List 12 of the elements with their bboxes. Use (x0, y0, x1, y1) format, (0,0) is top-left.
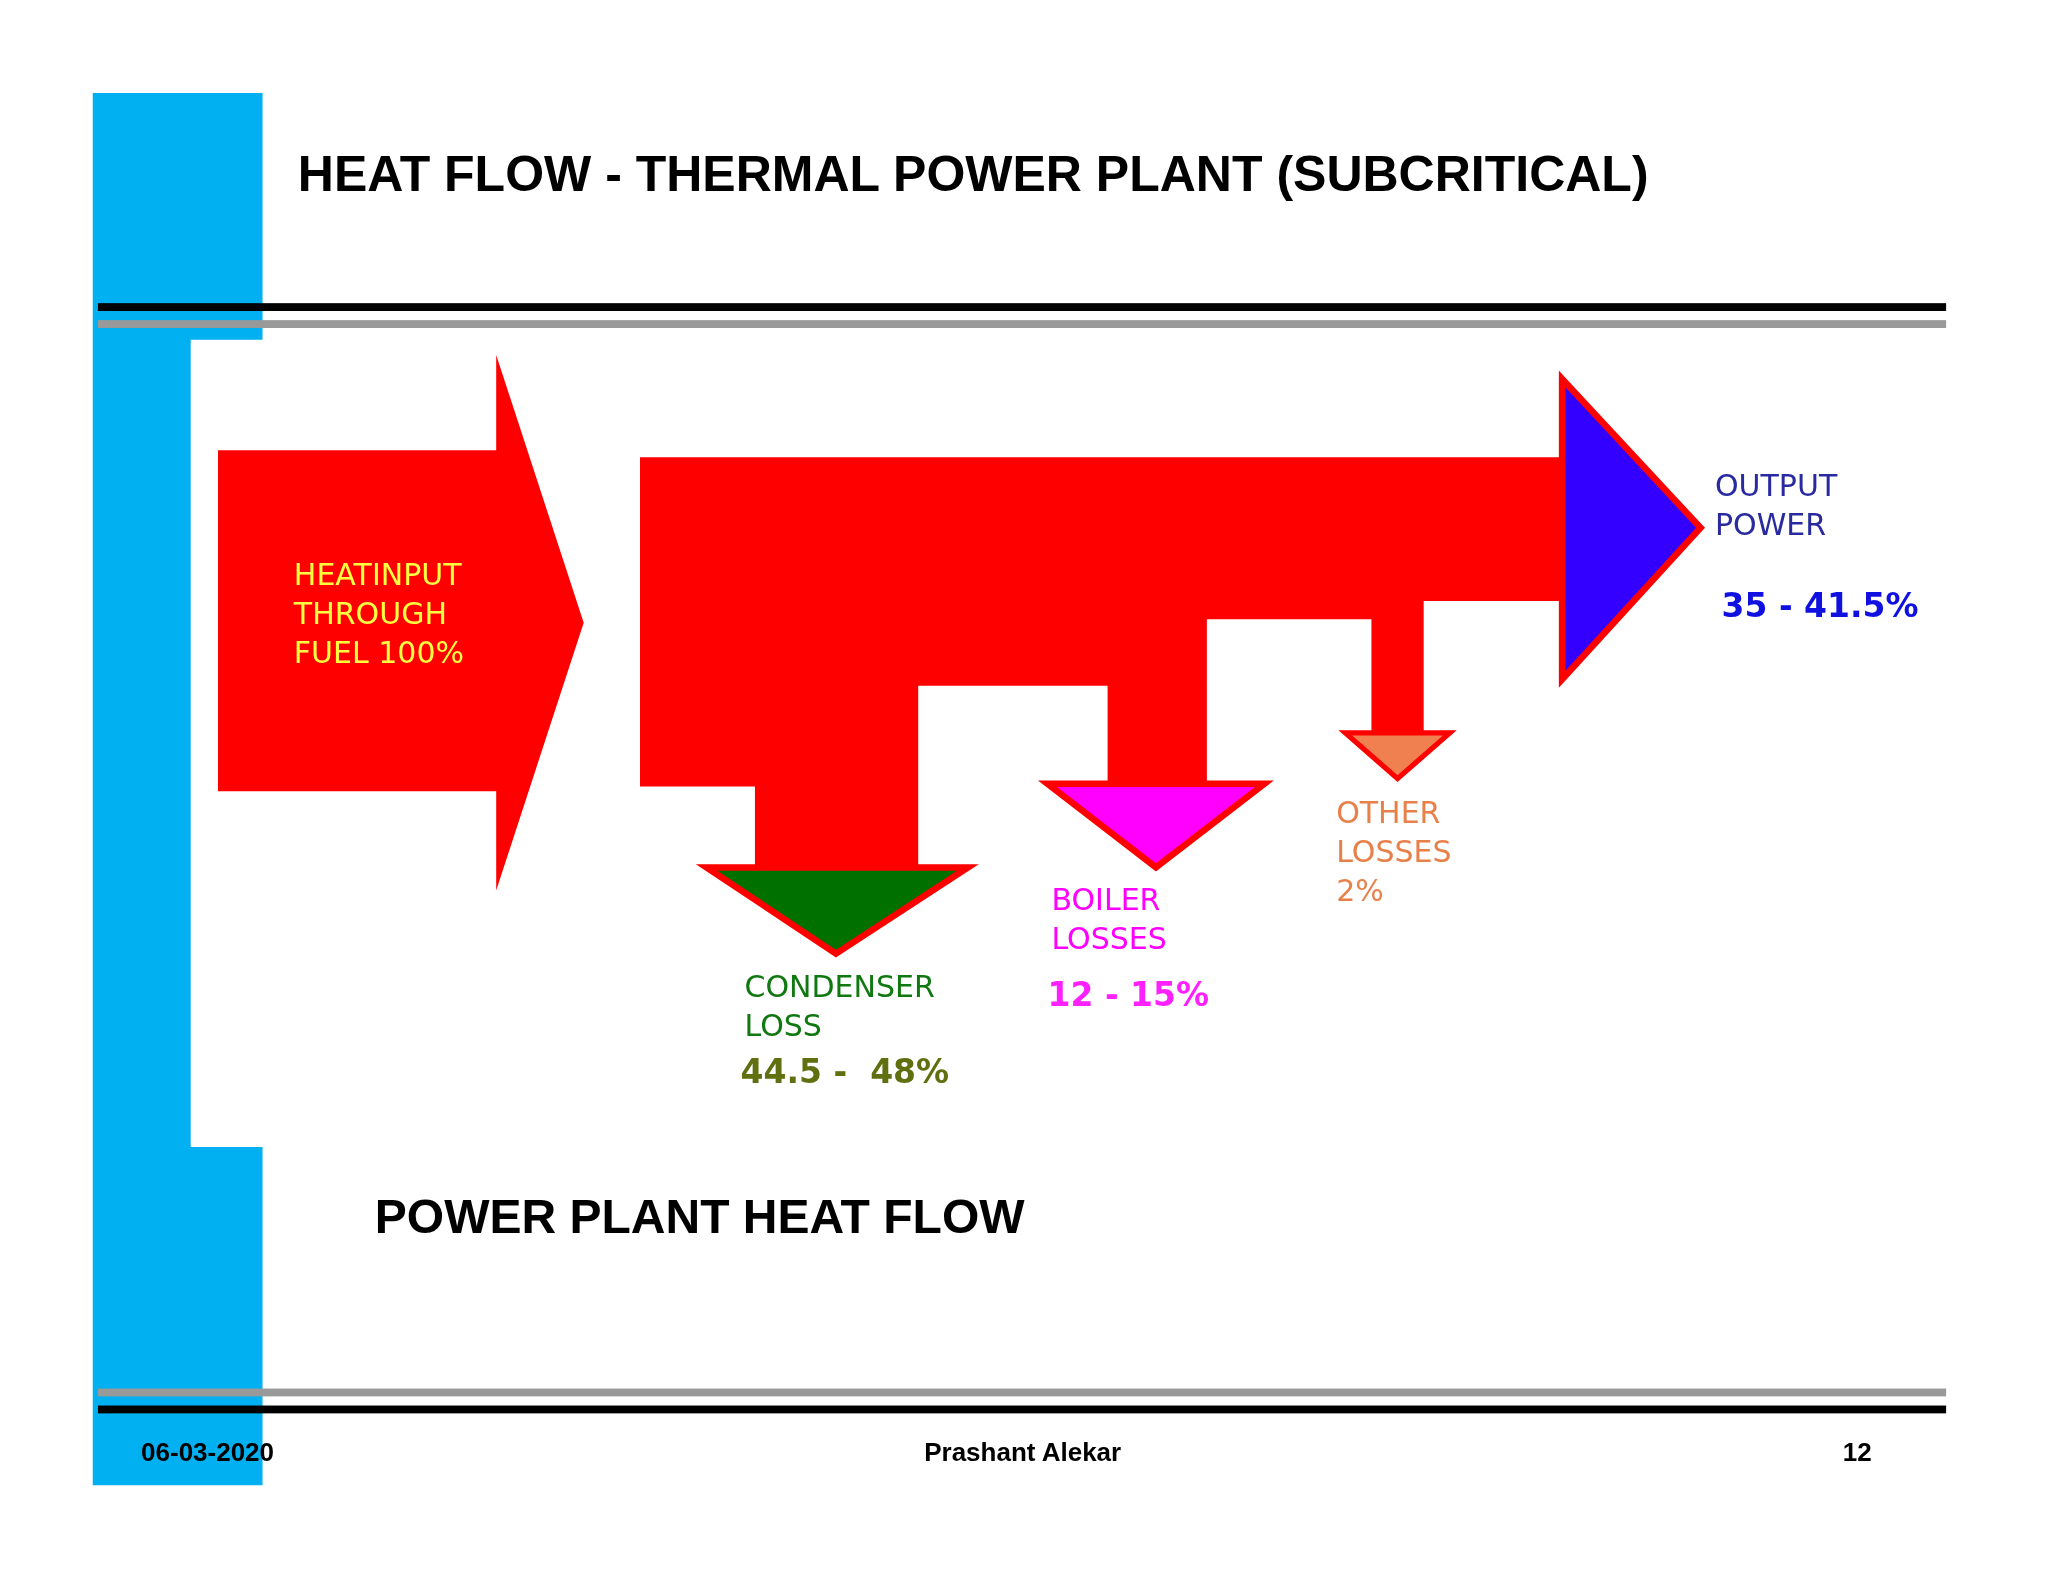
slide-title: HEAT FLOW - THERMAL POWER PLANT (SUBCRITICAL) (297, 146, 1649, 204)
loss-label: BOILER LOSSES (1051, 881, 1168, 959)
arrow-label: HEATINPUT THROUGH FUEL 100% (293, 556, 466, 673)
loss-value: 44.5 - 48% (740, 1051, 950, 1094)
loss-label: CONDENSER LOSS (744, 967, 936, 1045)
loss-label: OTHER LOSSES 2% (1336, 793, 1453, 910)
page-number: 12 (1841, 1438, 1873, 1468)
figure-caption: POWER PLANT HEAT FLOW (374, 1188, 1025, 1244)
output-label: OUTPUT POWER (1714, 467, 1839, 545)
author-text: Prashant Alekar (923, 1438, 1123, 1468)
output-value: 35 - 41.5% (1721, 585, 1919, 628)
loss-value: 12 - 15% (1047, 974, 1210, 1017)
